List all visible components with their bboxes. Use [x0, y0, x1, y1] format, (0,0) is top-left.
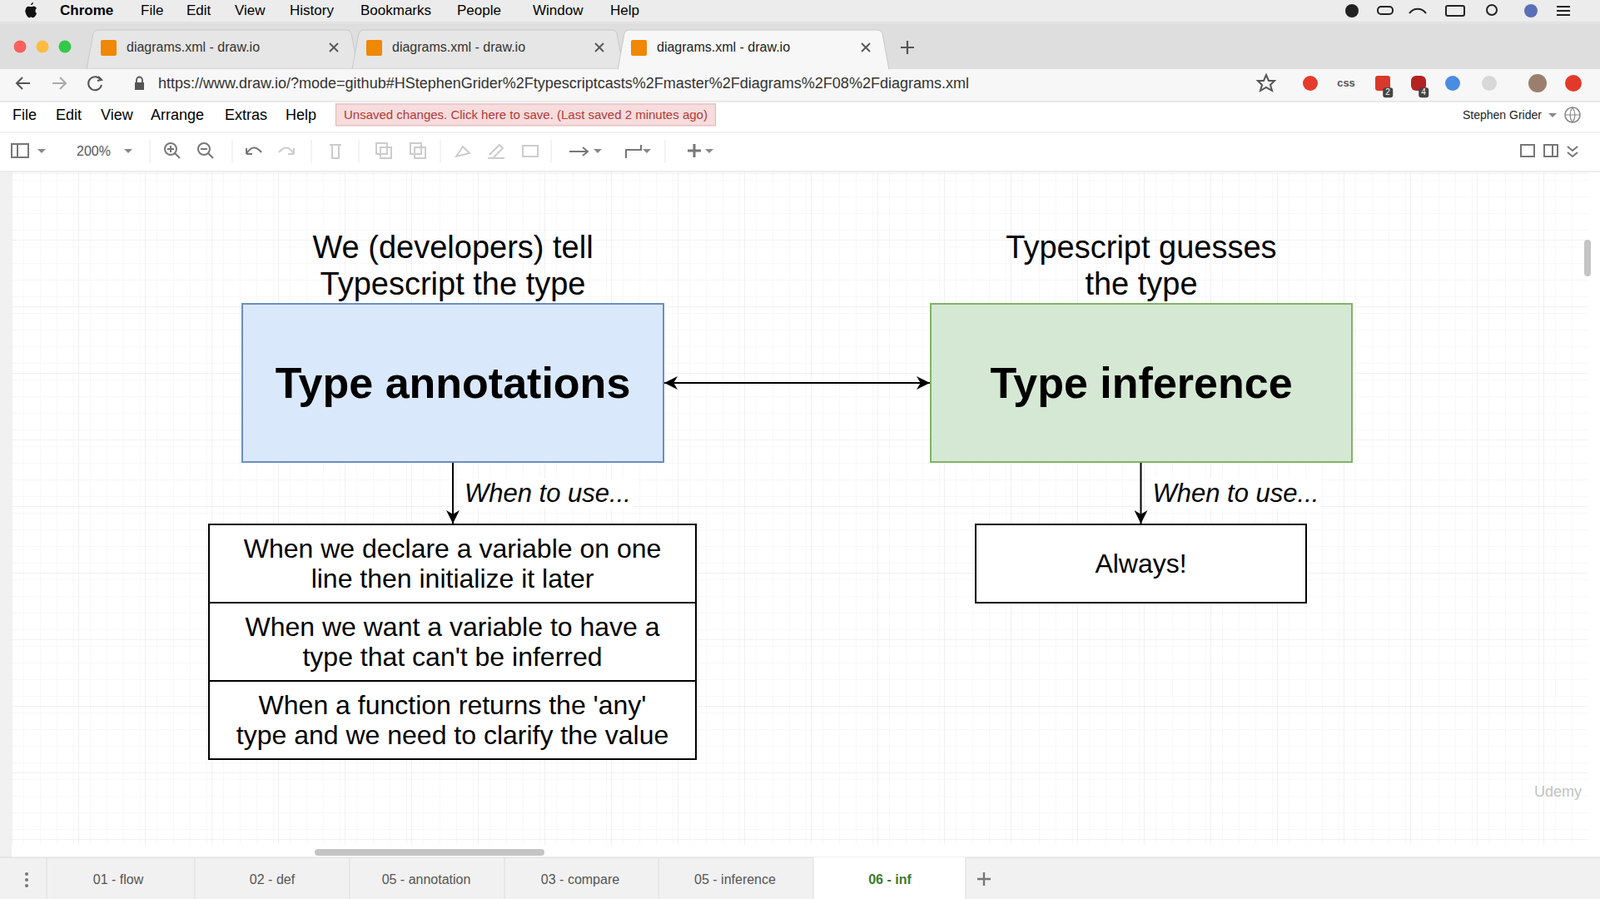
tab-title: diagrams.xml - draw.io: [392, 39, 526, 55]
url-text: https://www.draw.io/?mode=github#HStephe…: [158, 74, 969, 93]
box-text: Always!: [1094, 548, 1187, 579]
menu-item: View: [100, 106, 134, 125]
menu-item: View: [234, 2, 266, 20]
menu-item: Arrange: [150, 106, 204, 125]
edge-label: When to use...: [462, 478, 634, 509]
box-text: When we declare a variable on one line t…: [230, 533, 675, 594]
menu-item: People: [457, 2, 502, 20]
zoom-level: 200%: [76, 144, 111, 160]
extension-label: css: [1336, 77, 1356, 90]
menu-item: Bookmarks: [360, 2, 432, 20]
page-tab: 05 - inference: [694, 872, 776, 888]
usage-box: When we want a variable to have a type t…: [208, 601, 697, 682]
badge-count: 2: [1382, 87, 1393, 98]
menu-item: Help: [285, 106, 317, 125]
page-tab: 05 - annotation: [382, 872, 472, 888]
connector-arrow: [1140, 462, 1143, 524]
connector-arrow: [664, 382, 930, 384]
box-text: Type annotations: [275, 358, 632, 408]
page-tab: 03 - compare: [541, 872, 620, 888]
box-heading: Typescript guesses the type: [987, 228, 1296, 303]
menu-item: History: [289, 2, 334, 20]
menu-item: Edit: [186, 2, 211, 20]
save-notice: Unsaved changes. Click here to save. (La…: [335, 103, 716, 126]
usage-box: Always!: [974, 523, 1307, 604]
menu-item: File: [140, 2, 164, 20]
page-tab: 06 - inf: [868, 872, 912, 888]
box-text: When a function returns the 'any' type a…: [230, 690, 675, 751]
tab-title: diagrams.xml - draw.io: [126, 39, 260, 55]
box-text: When we want a variable to have a type t…: [230, 611, 675, 672]
edge-label: When to use...: [1150, 478, 1322, 509]
connector-arrow: [452, 462, 454, 524]
page-tab: 02 - def: [249, 872, 295, 888]
app-menu: Chrome: [59, 2, 114, 20]
usage-box: When a function returns the 'any' type a…: [208, 680, 697, 761]
box-heading: We (developers) tell Typescript the type: [298, 228, 607, 303]
menu-item: Help: [610, 2, 640, 20]
page-tab: 01 - flow: [93, 872, 144, 888]
watermark: Udemy: [1534, 783, 1582, 801]
menu-item: Extras: [224, 106, 268, 125]
inference-box: Typescript guesses the typeType inferenc…: [929, 303, 1353, 463]
menu-item: Window: [532, 2, 583, 20]
annotation-box: We (developers) tell Typescript the type…: [241, 303, 665, 463]
user-name: Stephen Grider: [1462, 108, 1542, 122]
usage-box: When we declare a variable on one line t…: [208, 523, 697, 604]
menu-item: File: [12, 106, 37, 125]
badge-count: 4: [1418, 87, 1429, 98]
tab-title: diagrams.xml - draw.io: [656, 39, 791, 55]
box-text: Type inference: [989, 358, 1292, 408]
menu-item: Edit: [55, 106, 82, 125]
